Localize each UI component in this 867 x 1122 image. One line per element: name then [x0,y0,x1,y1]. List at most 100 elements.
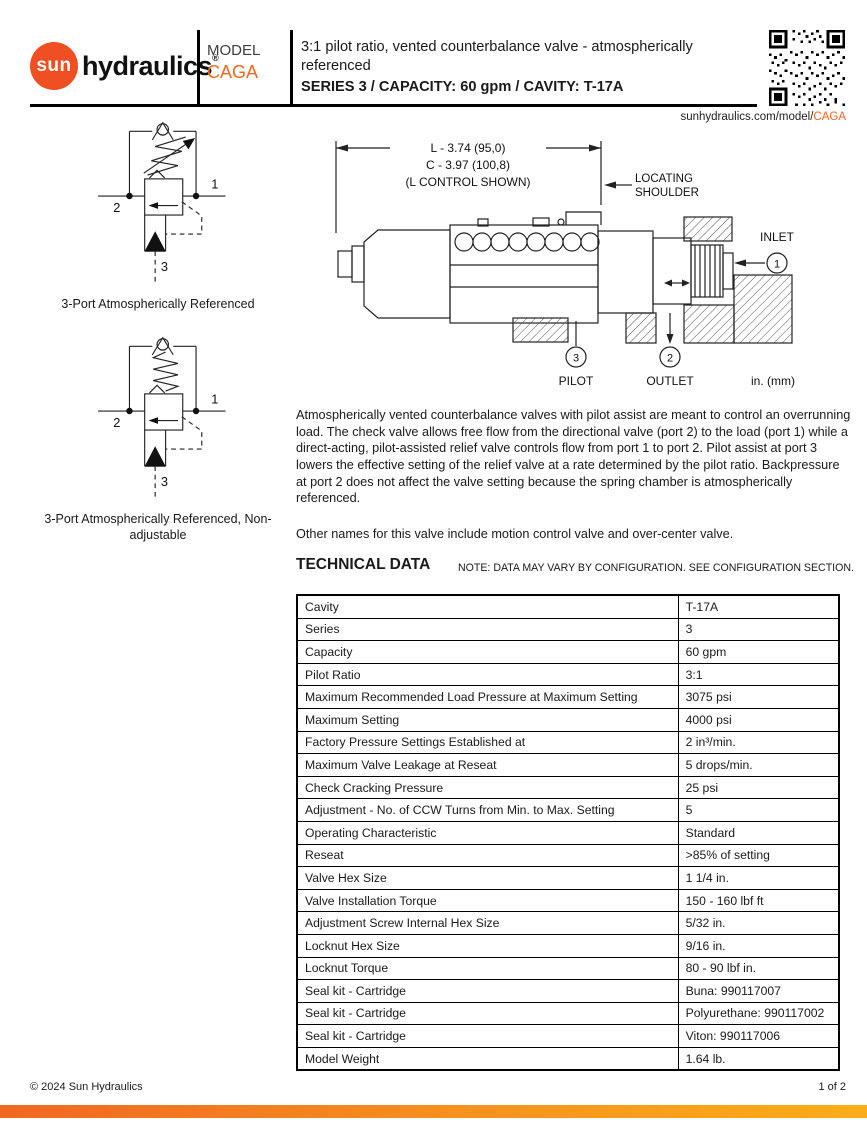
schematic1-port1: 1 [211,176,218,191]
other-names-paragraph: Other names for this valve include motio… [296,527,734,541]
pilot-port-number: 3 [573,353,579,365]
table-row: Factory Pressure Settings Established at… [296,730,840,755]
table-row: Reseat>85% of setting [296,843,840,868]
row-value: Standard [677,820,840,845]
schematic1-port3: 3 [161,259,168,274]
units-label: in. (mm) [751,374,795,388]
dim-l-label: L - 3.74 (95,0) [431,141,506,155]
qr-code [769,30,845,106]
row-value: Polyurethane: 990117002 [677,1001,840,1026]
row-label: Locknut Torque [296,956,679,981]
schematic-non-adjustable: 1 2 3 [98,336,226,497]
header-divider-1 [197,30,200,105]
header-divider-2 [290,30,293,105]
row-label: Seal kit - Cartridge [296,1024,679,1048]
row-value: 5 [677,798,840,822]
schematic-adjustable: 1 2 3 [98,121,226,282]
url-model-code: CAGA [813,111,846,123]
logo-wordmark: hydraulics® [82,50,219,82]
locating-shoulder-label-1: LOCATING [635,173,693,185]
row-value: 150 - 160 lbf ft [677,888,840,913]
schematic2-port2: 2 [113,415,120,430]
pilot-label: PILOT [559,374,594,388]
row-value: T-17A [677,594,840,619]
row-label: Reseat [296,843,679,868]
registered-mark: ® [212,52,219,63]
cartridge-drawing: L - 3.74 (95,0) C - 3.97 (100,8) (L CONT… [335,141,795,388]
row-value: 25 psi [677,775,840,800]
row-value: 1 1/4 in. [677,866,840,890]
url-prefix: sunhydraulics.com/model/ [680,111,814,123]
row-value: 2 in³/min. [677,730,840,755]
row-value: 1.64 lb. [677,1046,840,1071]
technical-data-note: NOTE: DATA MAY VARY BY CONFIGURATION. SE… [458,562,854,574]
row-value: Viton: 990117006 [677,1024,840,1048]
row-value: Buna: 990117007 [677,979,840,1003]
row-label: Adjustment - No. of CCW Turns from Min. … [296,798,679,822]
row-label: Maximum Setting [296,707,679,732]
row-label: Seal kit - Cartridge [296,1001,679,1026]
schematic2-caption: 3-Port Atmospherically Referenced, Non-a… [44,512,272,542]
dim-c-label: C - 3.97 (100,8) [426,158,510,172]
row-value: >85% of setting [677,843,840,868]
schematic1-caption: 3-Port Atmospherically Referenced [61,297,255,311]
header-rule [30,104,757,107]
schematic1-port2: 2 [113,200,120,215]
table-row: Maximum Recommended Load Pressure at Max… [296,685,840,709]
row-label: Pilot Ratio [296,662,679,687]
row-value: 3:1 [677,662,840,687]
model-value: CAGA [207,62,259,82]
page-title: 3:1 pilot ratio, vented counterbalance v… [301,39,693,74]
row-label: Capacity [296,640,679,664]
page-number: 1 of 2 [818,1081,846,1093]
row-label: Locknut Hex Size [296,933,679,958]
inlet-port-number: 1 [774,259,780,271]
footer-accent-bar [0,1105,867,1118]
row-label: Cavity [296,594,679,619]
logo-sun-text: sun [36,55,72,76]
sun-logo-icon: sun [30,42,78,90]
row-label: Factory Pressure Settings Established at [296,730,679,755]
locating-shoulder-label-2: SHOULDER [635,187,699,199]
row-value: 5/32 in. [677,911,840,935]
sun-hydraulics-logo: sun hydraulics® [30,42,219,90]
technical-data-heading: TECHNICAL DATA [296,556,431,573]
row-value: 5 drops/min. [677,753,840,777]
model-block: MODEL CAGA [207,42,260,83]
model-label: MODEL [207,42,261,59]
row-value: 9/16 in. [677,933,840,958]
row-label: Valve Installation Torque [296,888,679,913]
copyright-text: © 2024 Sun Hydraulics [30,1081,143,1093]
model-url[interactable]: sunhydraulics.com/model/CAGA [440,111,846,123]
schematic2-port3: 3 [161,474,168,489]
row-value: 3075 psi [677,685,840,709]
title-block: 3:1 pilot ratio, vented counterbalance v… [301,38,759,95]
inlet-label: INLET [760,230,795,244]
row-label: Seal kit - Cartridge [296,979,679,1003]
row-label: Valve Hex Size [296,866,679,890]
outlet-port-number: 2 [667,353,673,365]
logo-hydraulics-text: hydraulics [82,50,213,81]
page-subtitle: SERIES 3 / CAPACITY: 60 gpm / CAVITY: T-… [301,78,624,95]
table-row: Adjustment - No. of CCW Turns from Min. … [296,798,840,822]
schematic2-port1: 1 [211,391,218,406]
row-label: Series [296,617,679,642]
